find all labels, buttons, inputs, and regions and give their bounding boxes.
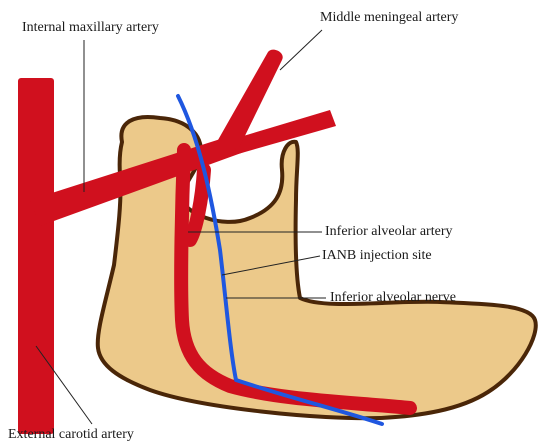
label-internal-maxillary-artery: Internal maxillary artery <box>22 20 159 36</box>
label-inferior-alveolar-artery: Inferior alveolar artery <box>325 224 452 240</box>
label-middle-meningeal-artery: Middle meningeal artery <box>320 10 458 26</box>
leader-middle-meningeal <box>280 30 322 70</box>
label-external-carotid-artery: External carotid artery <box>8 427 134 443</box>
label-inferior-alveolar-nerve: Inferior alveolar nerve <box>330 290 456 306</box>
external-carotid-artery <box>18 78 54 434</box>
label-ianb-injection-site: IANB injection site <box>322 248 432 264</box>
